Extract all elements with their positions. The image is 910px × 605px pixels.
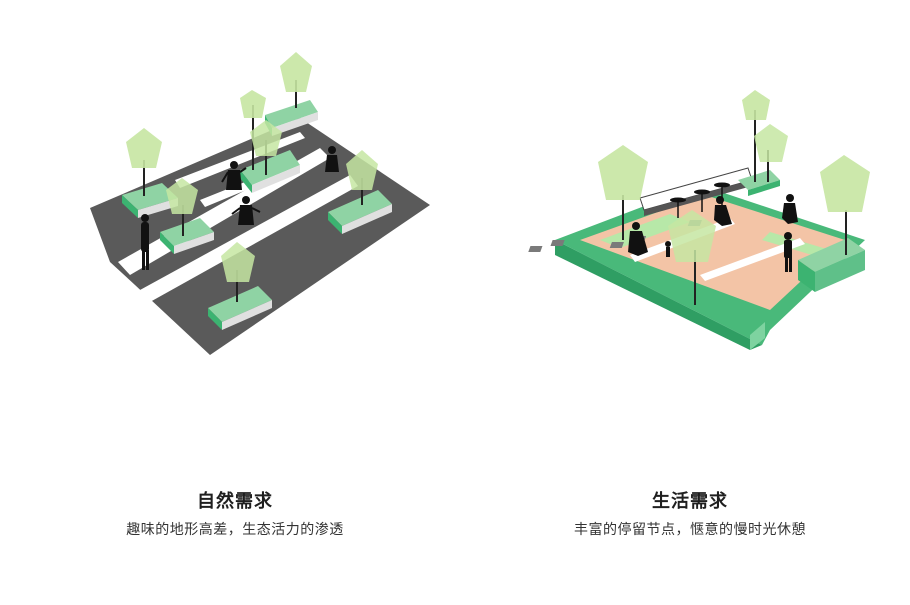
tree [742, 90, 770, 182]
back-wall-face [644, 180, 752, 216]
tree [250, 120, 282, 175]
planter [122, 183, 178, 218]
planter [208, 286, 272, 330]
road-stripe [140, 175, 358, 302]
person-silhouette [221, 161, 247, 190]
person-silhouette [782, 194, 798, 224]
tree [166, 178, 198, 236]
person-silhouette [665, 241, 671, 257]
person-silhouette [784, 232, 792, 272]
person-silhouette [628, 222, 648, 256]
tree [346, 150, 378, 205]
caption-title: 生活需求 [652, 491, 728, 512]
planter [328, 190, 392, 234]
person-silhouette [714, 196, 732, 226]
person-silhouette [141, 214, 149, 270]
natural-needs-illustration [90, 52, 430, 355]
caption-subtitle: 丰富的停留节点，惬意的慢时光休憩 [574, 522, 806, 538]
tree [280, 52, 312, 108]
umbrella [670, 197, 686, 218]
caption-title: 自然需求 [197, 491, 273, 512]
person-silhouette [325, 146, 339, 172]
tree [221, 242, 255, 302]
planter [798, 238, 865, 292]
living-needs-caption: 生活需求 丰富的停留节点，惬意的慢时光休憩 [470, 0, 910, 605]
panel-natural-needs: 自然需求 趣味的地形高差，生态活力的渗透 [90, 52, 430, 538]
person-silhouette [231, 196, 261, 225]
bench-strip [700, 238, 805, 281]
green-border-side [750, 322, 765, 350]
living-needs-illustration [528, 90, 870, 350]
planter [160, 218, 214, 254]
planter [240, 150, 300, 193]
caption-subtitle: 趣味的地形高差，生态活力的渗透 [126, 522, 344, 538]
tree [754, 124, 788, 182]
umbrella [694, 189, 710, 212]
green-border-side [555, 240, 762, 350]
natural-needs-caption: 自然需求 趣味的地形高差，生态活力的渗透 [126, 491, 344, 538]
planter [738, 170, 780, 196]
tree [668, 210, 716, 305]
tree [126, 128, 162, 196]
tree [820, 155, 870, 255]
panel-living-needs: 生活需求 丰富的停留节点，惬意的慢时光休憩 [470, 0, 910, 605]
tree [598, 145, 648, 240]
